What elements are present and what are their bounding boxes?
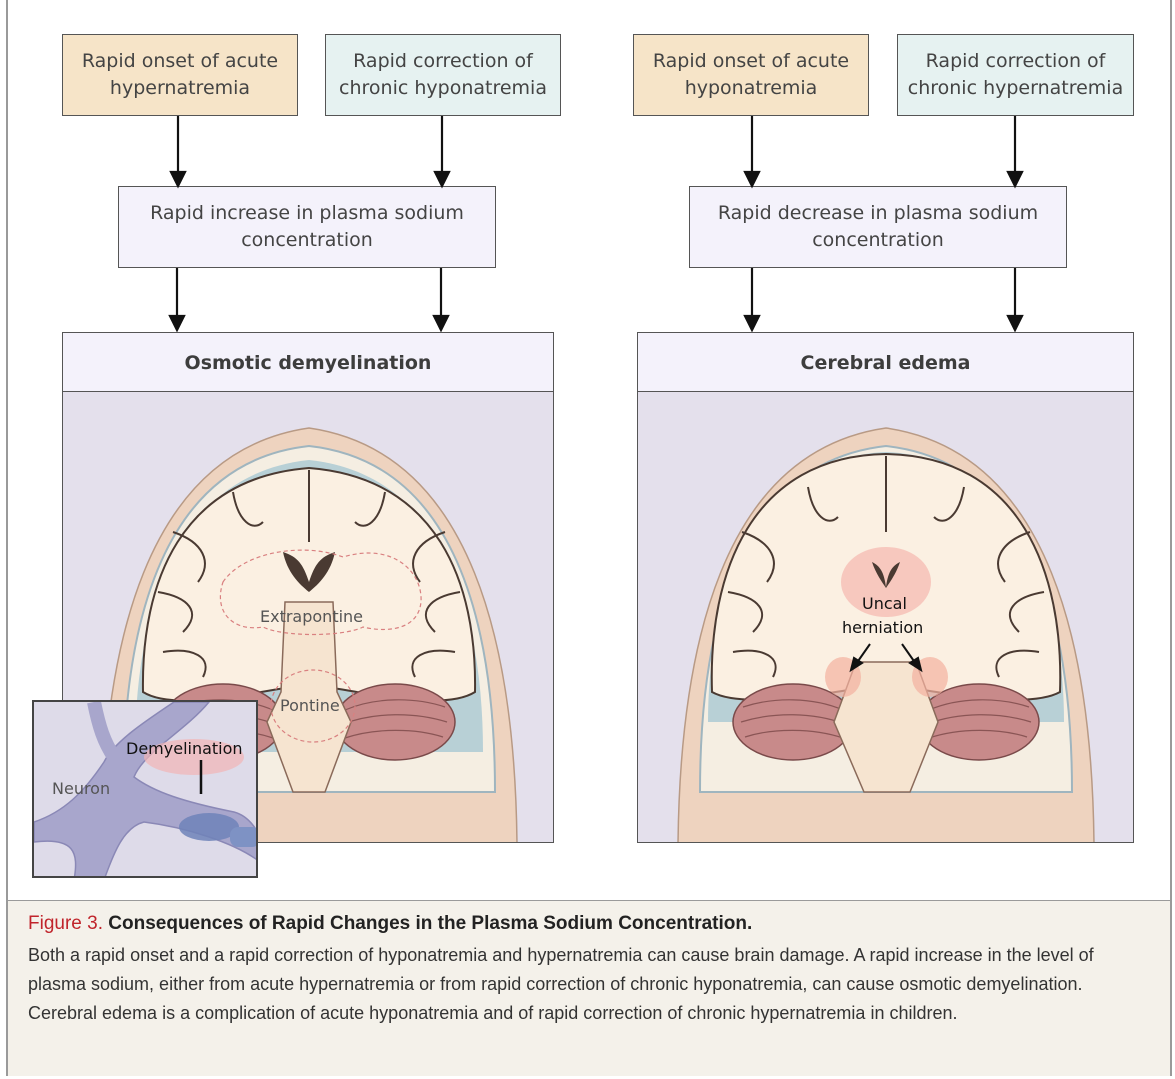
uncal-herniation-label-line1: Uncal bbox=[862, 594, 907, 613]
extrapontine-label: Extrapontine bbox=[260, 607, 364, 626]
arrow-head bbox=[169, 170, 187, 189]
caption-title: Consequences of Rapid Changes in the Pla… bbox=[108, 913, 753, 934]
caption-title-line: Figure 3. Consequences of Rapid Changes … bbox=[28, 913, 1150, 935]
figure-caption: Figure 3. Consequences of Rapid Changes … bbox=[8, 900, 1170, 1076]
neuron-inset: Demyelination Neuron bbox=[32, 700, 258, 878]
brain-coronal-section-right bbox=[677, 427, 1095, 842]
neuron-label: Neuron bbox=[52, 779, 111, 798]
osmotic-demyelination-header: Osmotic demyelination bbox=[62, 332, 554, 392]
cerebral-edema-header: Cerebral edema bbox=[637, 332, 1134, 392]
cerebral-edema-illustration: Uncal herniation bbox=[637, 391, 1134, 843]
pontine-label: Pontine bbox=[280, 696, 340, 715]
caption-body: Both a rapid onset and a rapid correctio… bbox=[28, 945, 1094, 1023]
cause-correction-hypernatremia-text: Rapid correction of chronic hypernatremi… bbox=[907, 50, 1124, 99]
cerebral-edema-title: Cerebral edema bbox=[800, 351, 971, 374]
demyelination-label: Demyelination bbox=[126, 739, 243, 758]
cause-acute-hypernatremia-text: Rapid onset of acute hypernatremia bbox=[81, 50, 279, 99]
osmotic-demyelination-illustration: Extrapontine Pontine bbox=[62, 391, 554, 843]
decrease-sodium-text: Rapid decrease in plasma sodium concentr… bbox=[717, 202, 1039, 251]
increase-sodium-box: Rapid increase in plasma sodium concentr… bbox=[118, 186, 496, 268]
cause-correction-hyponatremia-box: Rapid correction of chronic hyponatremia bbox=[325, 34, 561, 116]
cause-correction-hypernatremia-box: Rapid correction of chronic hypernatremi… bbox=[897, 34, 1134, 116]
uncal-herniation-label-line2: herniation bbox=[842, 618, 924, 637]
osmotic-demyelination-title: Osmotic demyelination bbox=[184, 351, 432, 374]
decrease-sodium-box: Rapid decrease in plasma sodium concentr… bbox=[689, 186, 1067, 268]
neuron-illustration bbox=[34, 702, 256, 876]
cause-correction-hyponatremia-text: Rapid correction of chronic hyponatremia bbox=[339, 50, 547, 99]
increase-sodium-text: Rapid increase in plasma sodium concentr… bbox=[150, 202, 464, 251]
cause-acute-hyponatremia-text: Rapid onset of acute hyponatremia bbox=[652, 50, 850, 99]
caption-figure-number: Figure 3. bbox=[28, 913, 103, 934]
flow-arrows bbox=[168, 116, 1024, 333]
cause-acute-hyponatremia-box: Rapid onset of acute hyponatremia bbox=[633, 34, 869, 116]
cause-acute-hypernatremia-box: Rapid onset of acute hypernatremia bbox=[62, 34, 298, 116]
